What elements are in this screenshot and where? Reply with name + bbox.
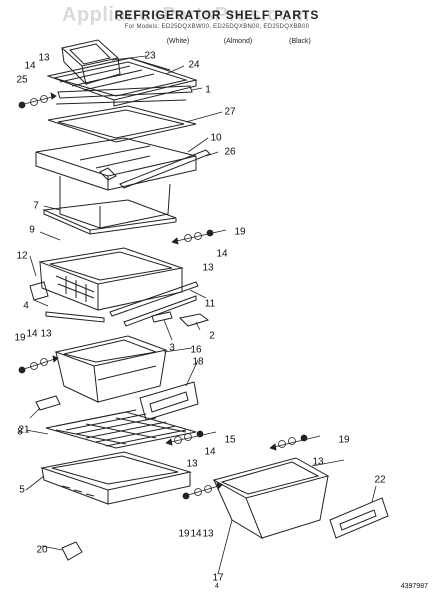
callout-13b: 13 bbox=[202, 262, 214, 274]
callout-15: 15 bbox=[224, 434, 236, 446]
part-20-clip bbox=[61, 541, 83, 561]
part-22-drawer-front bbox=[329, 497, 389, 539]
callout-14c: 14 bbox=[26, 328, 38, 340]
callout-14: 14 bbox=[24, 60, 36, 72]
callout-14b: 14 bbox=[216, 248, 228, 260]
callout-12: 12 bbox=[16, 250, 28, 262]
variant-black: (Black) bbox=[289, 38, 311, 45]
document-code: 4397987 bbox=[400, 583, 428, 590]
fastener-groups bbox=[18, 92, 321, 500]
part-11-rail bbox=[109, 281, 199, 327]
part-8-wire-shelf bbox=[45, 409, 197, 449]
part-12-bracket bbox=[29, 281, 49, 301]
part-9-frame bbox=[38, 247, 184, 311]
part-4-rail bbox=[45, 311, 105, 323]
drawer-body bbox=[59, 176, 171, 229]
callout-10: 10 bbox=[210, 132, 222, 144]
callout-5: 5 bbox=[19, 484, 25, 496]
callout-1: 1 bbox=[205, 84, 211, 96]
fastener-right-1 bbox=[171, 229, 227, 245]
callout-17: 17 bbox=[212, 572, 224, 584]
callout-4: 4 bbox=[23, 300, 29, 312]
callout-14d: 14 bbox=[204, 446, 216, 458]
callout-13: 13 bbox=[38, 52, 50, 64]
callout-3: 3 bbox=[169, 342, 175, 354]
callout-9: 9 bbox=[29, 224, 35, 236]
callout-24: 24 bbox=[188, 59, 200, 71]
part-1-rail bbox=[55, 85, 193, 105]
callout-13f: 13 bbox=[202, 528, 214, 540]
callout-20: 20 bbox=[36, 544, 48, 556]
callout-13d: 13 bbox=[186, 458, 198, 470]
callout-13c: 13 bbox=[40, 328, 52, 340]
model-list: For Models: ED25DQXBW00, ED25DQXBN00, ED… bbox=[124, 24, 310, 30]
page-number: 4 bbox=[215, 583, 219, 590]
callout-21: 21 bbox=[18, 424, 30, 436]
callout-22: 22 bbox=[374, 474, 386, 486]
callout-19b: 19 bbox=[14, 332, 26, 344]
callout-27: 27 bbox=[224, 106, 236, 118]
diagram-title: REFRIGERATOR SHELF PARTS bbox=[114, 8, 320, 22]
callout-26: 26 bbox=[224, 146, 236, 158]
callout-25: 25 bbox=[16, 74, 28, 86]
part-16-drawer-bin bbox=[54, 335, 168, 403]
callout-19c: 19 bbox=[338, 434, 350, 446]
callout-19d: 19 bbox=[178, 528, 190, 540]
callout-18: 18 bbox=[192, 356, 204, 368]
part-24-shelf-frame bbox=[46, 57, 198, 107]
fastener-right-2 bbox=[165, 430, 217, 446]
watermark: AppliancePartsPros.com bbox=[62, 4, 310, 26]
part-18-drawer-front bbox=[139, 381, 199, 421]
callout-19: 19 bbox=[234, 226, 246, 238]
callout-8: 8 bbox=[17, 426, 23, 438]
part-2-clip bbox=[178, 313, 210, 327]
part-7-glass-insert bbox=[42, 199, 177, 235]
part-3-clip bbox=[151, 311, 173, 323]
leader-lines bbox=[25, 55, 377, 575]
fastener-top-left bbox=[18, 92, 57, 109]
callout-13e: 13 bbox=[312, 456, 324, 468]
callout-16: 16 bbox=[190, 344, 202, 356]
diagram-header: REFRIGERATOR SHELF PARTS For Models: ED2… bbox=[0, 8, 434, 30]
variant-white: (White) bbox=[166, 38, 190, 45]
callout-7: 7 bbox=[33, 200, 39, 212]
callout-2: 2 bbox=[209, 330, 215, 342]
callout-11: 11 bbox=[204, 298, 216, 310]
fastener-right-3 bbox=[269, 434, 321, 451]
variant-almond: (Almond) bbox=[223, 38, 253, 45]
part-21-clip bbox=[35, 395, 61, 411]
callout-23: 23 bbox=[144, 50, 156, 62]
callout-14e: 14 bbox=[190, 528, 202, 540]
part-10-cover bbox=[35, 137, 197, 191]
part-27-glass bbox=[47, 105, 197, 143]
part-26-rod bbox=[119, 149, 211, 189]
fastener-bottom bbox=[182, 482, 223, 500]
part-5-bottom-frame bbox=[40, 451, 192, 505]
part-17-right-drawer bbox=[212, 457, 330, 540]
fastener-left-2 bbox=[18, 355, 59, 374]
